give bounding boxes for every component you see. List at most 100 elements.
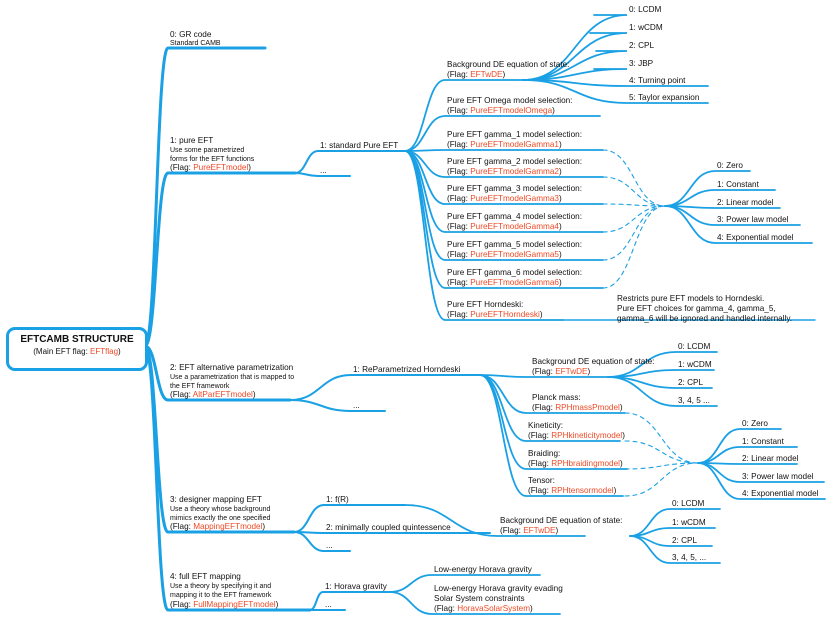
branch-full-title[interactable]: 4: full EFT mapping bbox=[170, 572, 241, 581]
de-option-jbp[interactable]: 3: JBP bbox=[629, 59, 654, 68]
designer-more-node: ... bbox=[326, 541, 333, 550]
pure-horndeski-title[interactable]: Pure EFT Horndeski: bbox=[447, 300, 524, 309]
pure-gamma6-title[interactable]: Pure EFT gamma_6 model selection: bbox=[447, 268, 583, 277]
designer-de-option-more[interactable]: 3, 4, 5, ... bbox=[672, 553, 707, 562]
pure-gamma5-title[interactable]: Pure EFT gamma_5 model selection: bbox=[447, 240, 583, 249]
connector-line bbox=[624, 412, 699, 464]
connector-line bbox=[143, 344, 292, 402]
rph-model-option-constant[interactable]: 1: Constant bbox=[742, 437, 784, 446]
full-more-node: ... bbox=[325, 600, 332, 609]
rph-kineticity-flag: (Flag: RPHkineticitymodel) bbox=[528, 431, 625, 440]
pure-bg-title[interactable]: Background DE equation of state: bbox=[447, 60, 570, 69]
connector-line bbox=[602, 205, 666, 261]
pure-gamma4-flag: (Flag: PureEFTmodelGamma4) bbox=[447, 222, 562, 231]
branch-alt-flag: (Flag: AltParEFTmodel) bbox=[170, 390, 256, 399]
pure-omega-title[interactable]: Pure EFT Omega model selection: bbox=[447, 96, 573, 105]
branch-designer-desc1: Use a theory whose background bbox=[170, 506, 271, 513]
connector-line bbox=[143, 344, 312, 612]
model-option-power-law[interactable]: 3: Power law model bbox=[717, 215, 789, 224]
connector-line bbox=[624, 462, 699, 470]
rph-de-option-more[interactable]: 3, 4, 5 ... bbox=[678, 396, 710, 405]
rph-model-option-linear[interactable]: 2: Linear model bbox=[742, 454, 799, 463]
model-option-zero[interactable]: 0: Zero bbox=[717, 161, 743, 170]
pure-gamma3-flag: (Flag: PureEFTmodelGamma3) bbox=[447, 194, 562, 203]
pure-gamma3-title[interactable]: Pure EFT gamma_3 model selection: bbox=[447, 184, 583, 193]
branch-pure-desc1: Use some parametrized bbox=[170, 147, 245, 154]
pure-gamma1-flag: (Flag: PureEFTmodelGamma1) bbox=[447, 140, 562, 149]
connector-line bbox=[602, 203, 666, 207]
designer-quintessence-node[interactable]: 2: minimally coupled quintessence bbox=[326, 523, 451, 532]
connector-line bbox=[293, 531, 351, 552]
branch-pure-title[interactable]: 1: pure EFT bbox=[170, 136, 214, 145]
root-title: EFTCAMB STRUCTURE bbox=[20, 334, 134, 345]
connector-line bbox=[607, 369, 715, 378]
de-option-lcdm[interactable]: 0: LCDM bbox=[629, 5, 662, 14]
model-option-exponential[interactable]: 4: Exponential model bbox=[717, 233, 794, 242]
branch-designer-desc2: mimics exactly the one specified bbox=[170, 514, 271, 522]
de-option-taylor[interactable]: 5: Taylor expansion bbox=[629, 93, 700, 102]
designer-de-option-cpl[interactable]: 2: CPL bbox=[672, 536, 698, 545]
branch-full-desc1: Use a theory by specifying it and bbox=[170, 583, 272, 590]
horava-solar-line1[interactable]: Low-energy Horava gravity evading bbox=[434, 584, 563, 593]
connector-line bbox=[404, 79, 524, 152]
horndeski-note-line3: gamma_6 will be ignored and handled inte… bbox=[617, 314, 793, 323]
rph-de-option-wcdm[interactable]: 1: wCDM bbox=[678, 360, 712, 369]
rph-model-option-zero[interactable]: 0: Zero bbox=[742, 419, 768, 428]
connector-line bbox=[664, 205, 813, 244]
connector-line bbox=[293, 504, 406, 533]
rph-braiding-title[interactable]: Braiding: bbox=[528, 449, 561, 458]
connector-line bbox=[607, 376, 718, 407]
connector-line bbox=[602, 205, 666, 289]
connector-line bbox=[404, 504, 586, 537]
rph-mass-title[interactable]: Planck mass: bbox=[532, 393, 581, 402]
pure-gamma6-flag: (Flag: PureEFTmodelGamma6) bbox=[447, 278, 562, 287]
connector-line bbox=[404, 150, 564, 321]
connector-line bbox=[624, 462, 699, 497]
full-horava-node[interactable]: 1: Horava gravity bbox=[325, 582, 387, 591]
pure-gamma4-title[interactable]: Pure EFT gamma_4 model selection: bbox=[447, 212, 583, 221]
pure-more-node: ... bbox=[320, 166, 327, 175]
designer-de-option-wcdm[interactable]: 1: wCDM bbox=[672, 518, 706, 527]
connector-line bbox=[629, 535, 721, 564]
branch-alt-desc1: Use a parametrization that is mapped to bbox=[170, 374, 295, 381]
de-option-cpl[interactable]: 2: CPL bbox=[629, 41, 655, 50]
rph-model-option-power-law[interactable]: 3: Power law model bbox=[742, 472, 814, 481]
connector-line bbox=[697, 462, 826, 500]
connector-line bbox=[389, 574, 541, 593]
horava-low-energy[interactable]: Low-energy Horava gravity bbox=[434, 565, 532, 574]
alt-more-node: ... bbox=[353, 401, 360, 410]
designer-de-option-lcdm[interactable]: 0: LCDM bbox=[672, 499, 705, 508]
de-option-turning-point[interactable]: 4: Turning point bbox=[629, 76, 686, 85]
de-option-wcdm[interactable]: 1: wCDM bbox=[629, 23, 663, 32]
horndeski-note-line2: Pure EFT choices for gamma_4, gamma_5, bbox=[617, 304, 776, 313]
connector-line bbox=[479, 374, 609, 378]
pure-omega-flag: (Flag: PureEFTmodelOmega) bbox=[447, 106, 555, 115]
branch-alt-title[interactable]: 2: EFT alternative parametrization bbox=[170, 363, 294, 372]
branch-alt-desc2: the EFT framework bbox=[170, 382, 230, 390]
rph-mass-flag: (Flag: RPHmassPmodel) bbox=[532, 403, 623, 412]
rph-de-option-cpl[interactable]: 2: CPL bbox=[678, 378, 704, 387]
rph-tensor-flag: (Flag: RPHtensormodel) bbox=[528, 486, 617, 495]
model-option-linear[interactable]: 2: Linear model bbox=[717, 198, 774, 207]
branch-gr-title[interactable]: 0: GR code bbox=[170, 30, 212, 39]
branch-gr-desc: Standard CAMB bbox=[170, 40, 221, 47]
branch-designer-title[interactable]: 3: designer mapping EFT bbox=[170, 495, 262, 504]
pure-standard-node[interactable]: 1: standard Pure EFT bbox=[320, 141, 399, 150]
branch-pure-desc2: forms for the EFT functions bbox=[170, 155, 255, 163]
rph-kineticity-title[interactable]: Kineticity: bbox=[528, 421, 564, 430]
model-option-constant[interactable]: 1: Constant bbox=[717, 180, 759, 189]
designer-bg-title[interactable]: Background DE equation of state: bbox=[500, 516, 623, 525]
alt-rph-node[interactable]: 1: ReParametrized Horndeski bbox=[353, 365, 461, 374]
rph-de-option-lcdm[interactable]: 0: LCDM bbox=[678, 342, 711, 351]
connector-line bbox=[404, 115, 601, 152]
pure-gamma2-title[interactable]: Pure EFT gamma_2 model selection: bbox=[447, 157, 583, 166]
rph-bg-title[interactable]: Background DE equation of state: bbox=[532, 357, 655, 366]
pure-gamma1-title[interactable]: Pure EFT gamma_1 model selection: bbox=[447, 130, 583, 139]
designer-fr-node[interactable]: 1: f(R) bbox=[326, 495, 349, 504]
rph-model-option-exponential[interactable]: 4: Exponential model bbox=[742, 489, 819, 498]
connector-line bbox=[289, 399, 386, 412]
connector-line bbox=[479, 374, 624, 497]
connector-line bbox=[522, 32, 628, 81]
root-node[interactable]: EFTCAMB STRUCTURE (Main EFT flag: EFTfla… bbox=[6, 327, 148, 371]
rph-tensor-title[interactable]: Tensor: bbox=[528, 476, 555, 485]
